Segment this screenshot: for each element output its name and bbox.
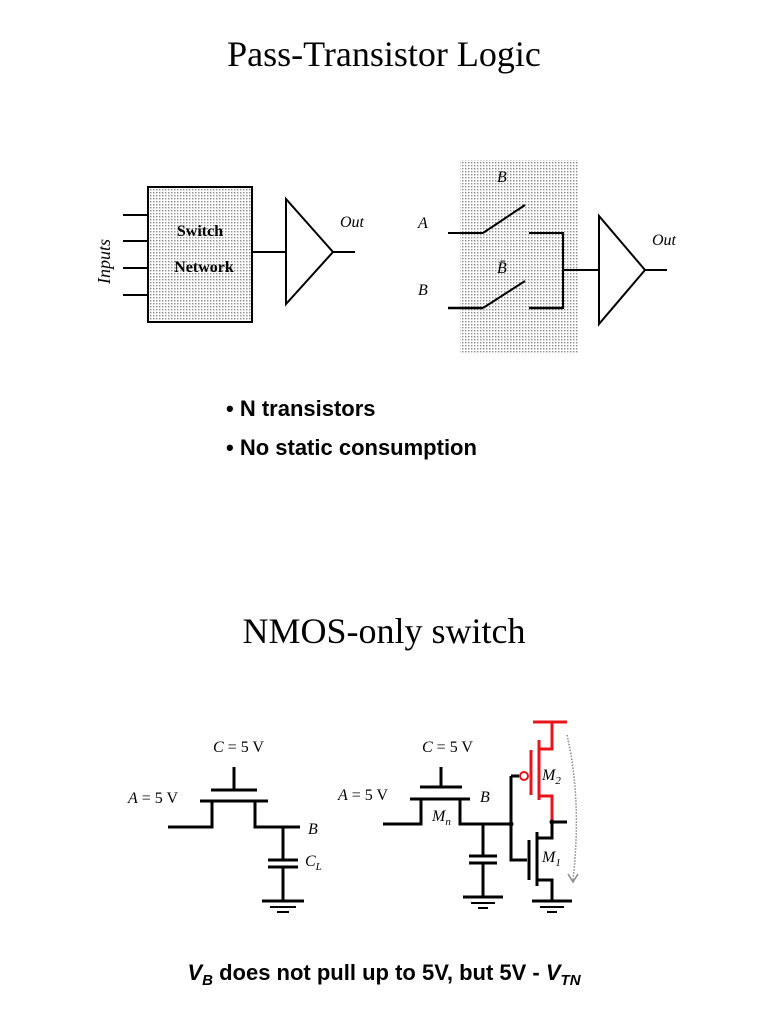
bullet-list: • N transistors • No static consumption — [226, 396, 477, 474]
gate-label-left: C = 5 V — [213, 739, 264, 756]
vtn-symbol: V — [545, 960, 561, 985]
switch-bottom-blade — [482, 280, 526, 309]
m1-label: M1 — [541, 849, 561, 869]
cap-label: CL — [305, 853, 322, 873]
out-label-left: Out — [340, 214, 365, 231]
pmos-m2 — [519, 720, 567, 822]
nmos-switch-circuit: C = 5 V A = 5 V B CL — [127, 739, 322, 913]
level-restorer-circuit: C = 5 V A = 5 V Mn B M1 — [337, 720, 579, 913]
note-text: does not pull up to 5V, but 5V - — [212, 960, 546, 985]
bullet-item: • N transistors — [226, 396, 376, 421]
box-label-switch: Switch — [177, 223, 223, 240]
buffer-triangle-right — [598, 213, 647, 327]
switch-top-blade — [482, 204, 526, 234]
shaded-switch-region — [460, 160, 579, 353]
buffer-triangle — [285, 196, 335, 307]
switch-network-diagram: Inputs Switch Network Out — [94, 186, 365, 323]
box-label-network: Network — [174, 259, 234, 276]
pass-mux-diagram: A B B B̄ Out — [417, 160, 677, 353]
gate-label-right: C = 5 V — [422, 739, 473, 756]
out-label-right: Out — [652, 232, 677, 249]
source-label-right: A = 5 V — [337, 787, 389, 804]
m2-label: M2 — [541, 767, 561, 787]
switch-top-control-label: B — [497, 169, 507, 186]
mn-label: Mn — [431, 808, 451, 828]
slide-title-nmos-only-switch: NMOS-only switch — [242, 611, 526, 651]
vb-note: VB does not pull up to 5V, but 5V - VTN — [0, 960, 768, 989]
vb-symbol: V — [187, 960, 203, 985]
label-A: A — [417, 215, 428, 232]
vtn-subscript: TN — [560, 972, 581, 989]
vb-subscript: B — [202, 972, 213, 989]
node-b-label-right: B — [480, 789, 490, 806]
label-B-input: B — [418, 282, 428, 299]
switch-network-box — [147, 186, 253, 323]
current-path-arrow — [566, 734, 578, 881]
bullet-item: • No static consumption — [226, 435, 477, 460]
inputs-label: Inputs — [94, 239, 114, 285]
source-label-left: A = 5 V — [127, 790, 179, 807]
switch-bottom-control-label: B̄ — [497, 260, 507, 277]
slide-title-pass-transistor-logic: Pass-Transistor Logic — [227, 34, 541, 74]
node-b-label-left: B — [308, 821, 318, 838]
